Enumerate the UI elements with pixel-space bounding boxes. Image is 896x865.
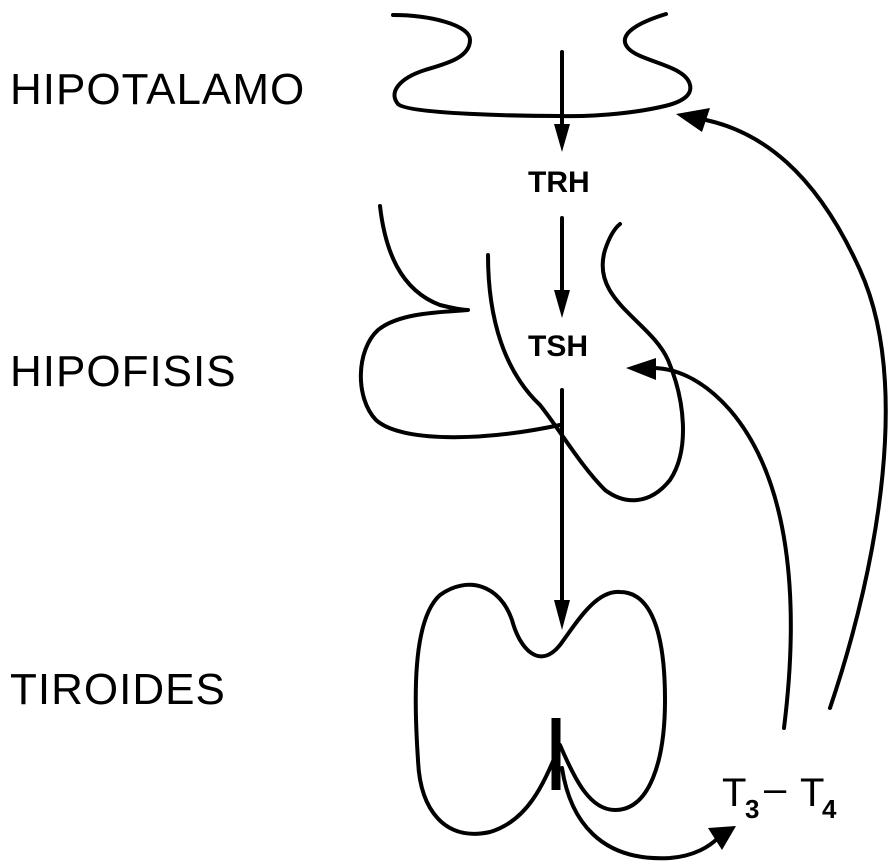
label-t3-t4: T 3 – T 4 <box>722 767 837 824</box>
arrow-thyroid-to-t3t4 <box>562 768 736 858</box>
label-trh: TRH <box>528 166 590 199</box>
pituitary-shape <box>361 206 683 500</box>
label-t3: T <box>722 771 746 815</box>
label-tiroides: TIROIDES <box>10 665 226 714</box>
label-t4: T <box>800 771 824 815</box>
hypothalamus-shape <box>393 14 690 116</box>
arrow-trh-to-tsh <box>554 218 570 318</box>
label-hipofisis: HIPOFISIS <box>10 347 237 396</box>
thyroid-shape <box>416 585 665 834</box>
label-dash: – <box>764 767 787 811</box>
feedback-arrow-to-hypothalamus <box>676 108 886 708</box>
feedback-arrow-to-pituitary <box>626 358 791 728</box>
label-tsh: TSH <box>528 330 588 363</box>
arrow-hypothalamus-to-trh <box>554 52 570 152</box>
label-hipotalamo: HIPOTALAMO <box>10 65 305 114</box>
label-t4-sub: 4 <box>822 794 837 824</box>
label-t3-sub: 3 <box>745 794 759 824</box>
